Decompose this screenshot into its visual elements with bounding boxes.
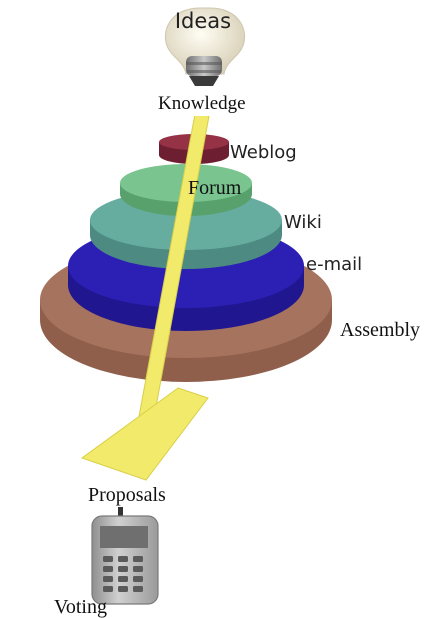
assembly-label: Assembly <box>340 319 420 341</box>
forum-label: Forum <box>188 177 242 199</box>
voting-label: Voting <box>54 597 107 617</box>
knowledge-label: Knowledge <box>154 92 252 116</box>
wiki-label: Wiki <box>284 212 322 233</box>
ideas-label: Ideas <box>175 9 231 33</box>
mobile-phone-icon <box>92 504 158 604</box>
email-label: e-mail <box>306 254 362 275</box>
weblog-label: Weblog <box>230 142 297 163</box>
proposals-label: Proposals <box>86 484 170 507</box>
